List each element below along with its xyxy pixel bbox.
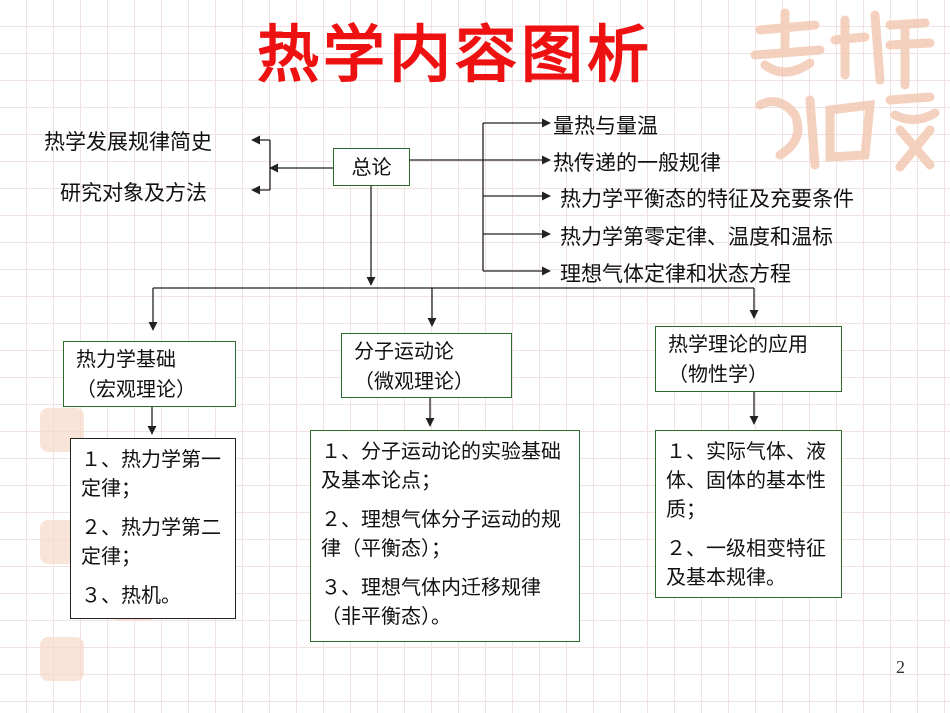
seal-watermark-icon [40, 637, 84, 681]
list-item: ３、理想气体内迁移规律（非平衡态）。 [321, 575, 541, 628]
list-item: １、实际气体、液体、固体的基本性质； [666, 439, 826, 521]
list-item: １、热力学第一定律； [81, 447, 221, 500]
center-node: 总论 [333, 148, 410, 186]
right-item-zeroth-law: 热力学第零定律、温度和温标 [560, 225, 833, 249]
page-title: 热学内容图析 [256, 18, 653, 91]
branch-application-title: 热学理论的应用 （物性学） [655, 326, 842, 392]
list-item: １、分子运动论的实验基础及基本论点； [321, 439, 561, 492]
branch-thermo-title-line2: （宏观理论） [76, 377, 196, 401]
branch-application-title-line2: （物性学） [668, 362, 768, 386]
branch-molecular-title: 分子运动论 （微观理论） [341, 333, 512, 398]
branch-molecular-details: １、分子运动论的实验基础及基本论点； ２、理想气体分子运动的规律（平衡态）； ３… [310, 430, 580, 642]
list-item: ３、热机。 [81, 583, 181, 607]
right-item-equilibrium: 热力学平衡态的特征及充要条件 [560, 187, 854, 211]
branch-molecular-title-line2: （微观理论） [354, 369, 474, 393]
right-item-calorimetry: 量热与量温 [553, 114, 658, 138]
branch-application-title-line1: 热学理论的应用 [668, 332, 808, 356]
seal-watermark-icon [750, 8, 940, 172]
list-item: ２、理想气体分子运动的规律（平衡态）； [321, 507, 561, 560]
left-item-history: 热学发展规律简史 [44, 130, 212, 154]
branch-thermo-title-line1: 热力学基础 [76, 347, 176, 371]
branch-molecular-title-line1: 分子运动论 [354, 339, 454, 363]
right-item-ideal-gas: 理想气体定律和状态方程 [560, 262, 791, 286]
left-item-method: 研究对象及方法 [60, 181, 207, 205]
branch-application-details: １、实际气体、液体、固体的基本性质； ２、一级相变特征及基本规律。 [655, 430, 842, 598]
page-number: 2 [896, 657, 905, 677]
center-node-label: 总论 [351, 155, 392, 179]
branch-thermo-details: １、热力学第一定律； ２、热力学第二定律； ３、热机。 [70, 438, 236, 619]
branch-thermo-title: 热力学基础 （宏观理论） [63, 341, 236, 407]
list-item: ２、热力学第二定律； [81, 515, 221, 568]
list-item: ２、一级相变特征及基本规律。 [666, 536, 826, 589]
right-item-heat-transfer: 热传递的一般规律 [553, 151, 721, 175]
